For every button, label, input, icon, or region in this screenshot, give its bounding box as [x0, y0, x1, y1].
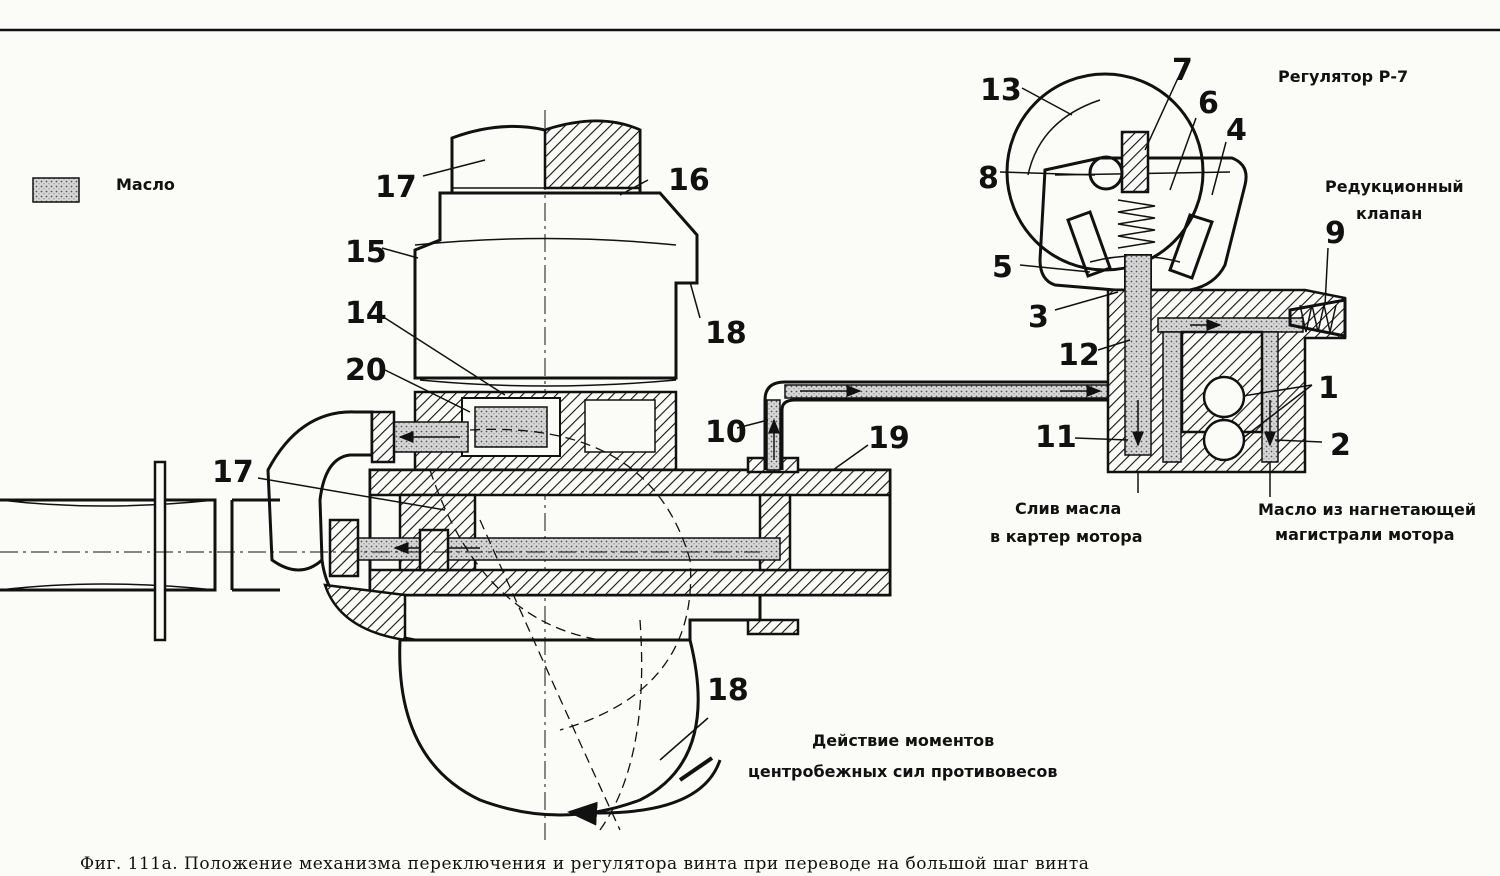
feed-elbow: [266, 410, 374, 572]
label-11: 11: [1035, 420, 1077, 455]
reduction-valve-label-line2: клапан: [1356, 204, 1422, 223]
hub-assembly: [0, 110, 892, 840]
label-19: 19: [868, 421, 910, 456]
inner-oil-tube: [329, 537, 781, 561]
pipe-10: [763, 380, 1111, 471]
leader-lines: [257, 77, 1329, 761]
label-5: 5: [992, 250, 1013, 285]
reduction-valve: [1288, 298, 1347, 338]
drain-label-line2: в картер мотора: [990, 527, 1143, 546]
pump-gear-top: [1202, 375, 1246, 419]
label-12: 12: [1058, 338, 1100, 373]
drain-label-line1: Слив масла: [1015, 499, 1121, 518]
regulator-title: Регулятор Р-7: [1278, 67, 1408, 86]
flyweight-housing: [1038, 156, 1248, 292]
label-14: 14: [345, 296, 387, 331]
label-18-bottom: 18: [707, 673, 749, 708]
speeder-spring: [1117, 199, 1156, 249]
label-16: 16: [668, 163, 710, 198]
pilot-valve-top: [1120, 130, 1150, 194]
label-20: 20: [345, 353, 387, 388]
label-6: 6: [1198, 86, 1219, 121]
oil-supply-label-line2: магистрали мотора: [1275, 525, 1455, 544]
figure-caption: Фиг. 111а. Положение механизма переключе…: [80, 854, 1089, 874]
flange: [153, 460, 167, 642]
legend-label: Масло: [116, 175, 175, 194]
annotations: Регулятор Р-7 Редукционный клапан Слив м…: [748, 67, 1476, 781]
label-10: 10: [705, 415, 747, 450]
reduction-valve-label-line1: Редукционный: [1325, 177, 1464, 196]
governor-disc: [1005, 72, 1205, 272]
legend-oil-swatch: [32, 177, 80, 203]
piston-chamber: [474, 406, 548, 448]
counterweight-housing: [413, 191, 699, 380]
oil-supply-label-line1: Масло из нагнетающей: [1258, 500, 1476, 519]
label-17-top: 17: [375, 170, 417, 205]
label-9: 9: [1325, 216, 1346, 251]
label-18-top: 18: [705, 316, 747, 351]
flyweight-pin: [1088, 155, 1124, 191]
label-3: 3: [1028, 300, 1049, 335]
label-1: 1: [1318, 371, 1339, 406]
label-15: 15: [345, 235, 387, 270]
moments-label-line2: центробежных сил противовесов: [748, 762, 1058, 781]
label-13: 13: [980, 73, 1022, 108]
regulator-r7: [1005, 72, 1347, 474]
label-7: 7: [1172, 53, 1193, 88]
legend: Масло: [32, 175, 175, 203]
label-8: 8: [978, 161, 999, 196]
part-numbers: 17 16 15 18 14 20 17 10 19 18 13 7 6 4 8…: [212, 53, 1351, 708]
label-2: 2: [1330, 428, 1351, 463]
moments-label-line1: Действие моментов: [812, 731, 994, 750]
label-4: 4: [1226, 113, 1247, 148]
lower-counterweight: [398, 638, 700, 817]
pump-gear-bottom: [1202, 418, 1246, 462]
label-17-left: 17: [212, 455, 254, 490]
engine-shaft: [0, 498, 217, 592]
